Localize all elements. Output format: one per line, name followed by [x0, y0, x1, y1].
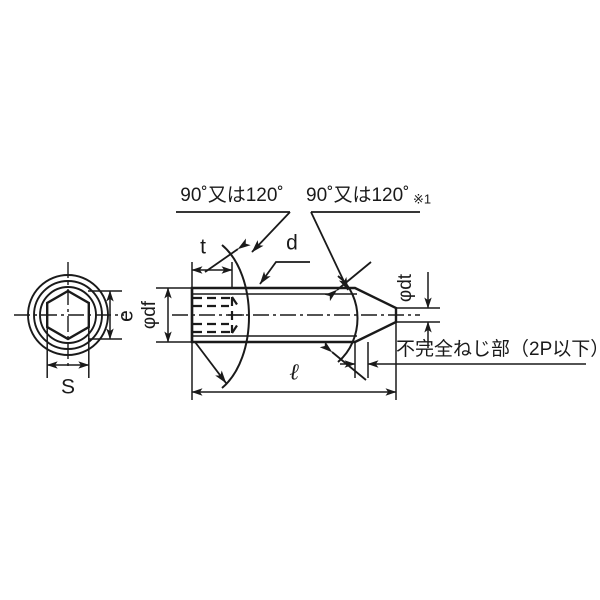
side-view-set-screw: t φdf d 90˚又は120˚ 90˚又は120˚ ※1 — [139, 185, 600, 400]
angle-right-leader-arc-top — [324, 261, 372, 302]
middle-circle — [33, 280, 103, 350]
label-angle-left: 90˚又は120˚ — [180, 185, 284, 206]
angle-left-leader-arc-top — [204, 238, 251, 273]
label-point-diameter-dt: φdt — [395, 273, 416, 302]
label-across-corners-e: e — [115, 310, 138, 322]
d-leader-line — [259, 261, 310, 285]
label-length-ell: ℓ — [289, 359, 299, 384]
angle-left-leader — [251, 211, 291, 253]
label-socket-depth-t: t — [200, 236, 206, 259]
label-nominal-diameter-d: d — [286, 232, 298, 255]
angle-right-leader-arc-bottom — [319, 340, 367, 381]
socket-hidden-chamfer-top — [231, 296, 239, 307]
end-view-hex-socket: e S — [14, 262, 138, 399]
label-angle-right-note: ※1 — [413, 191, 431, 206]
label-across-flats-s: S — [61, 376, 75, 399]
socket-hidden-chamfer-bottom — [231, 323, 239, 334]
inner-circle — [39, 286, 97, 344]
label-flat-diameter-df: φdf — [139, 300, 160, 329]
hexagon-socket — [46, 289, 91, 341]
angle-left-leader-arc-bottom — [194, 341, 227, 384]
angle-arc-left — [221, 244, 250, 389]
angle-right-leader — [310, 211, 349, 291]
label-angle-right: 90˚又は120˚ — [306, 185, 410, 206]
label-incomplete-thread: 不完全ねじ部（2P以下） — [396, 338, 600, 360]
